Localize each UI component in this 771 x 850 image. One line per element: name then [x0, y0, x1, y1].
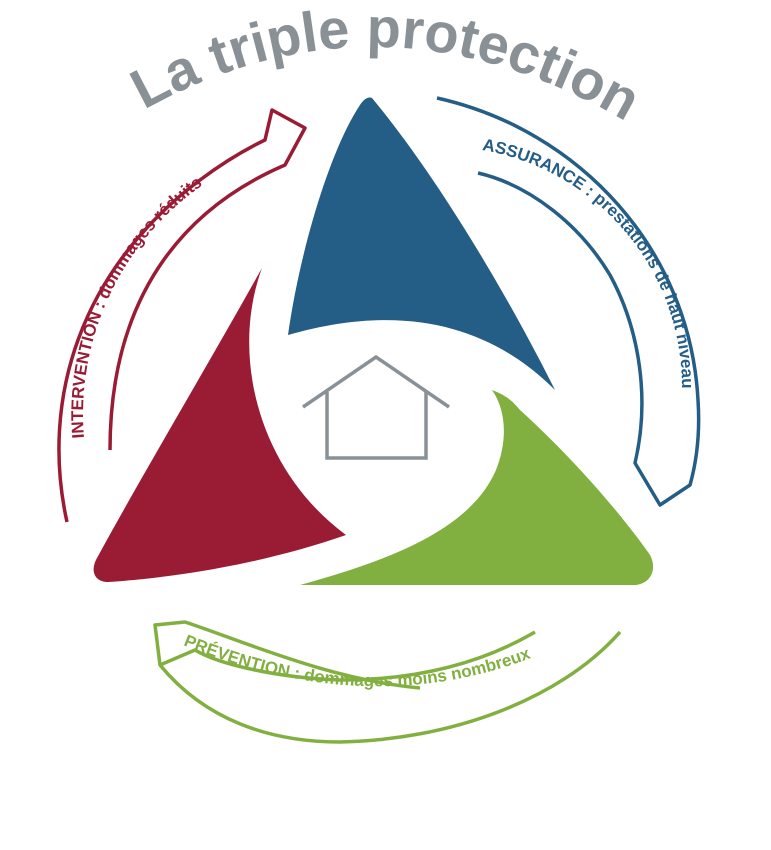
- diagram-title: La triple protection: [120, 0, 651, 132]
- house-icon: [302, 354, 450, 460]
- prevention-arc: [153, 620, 622, 744]
- prevention-blade: [300, 390, 654, 585]
- intervention-arc: [57, 108, 307, 523]
- intervention-keyword: INTERVENTION: [68, 309, 105, 439]
- assurance-arc: [436, 96, 701, 507]
- assurance-blade: [288, 97, 555, 391]
- intervention-separator: :: [88, 294, 111, 315]
- intervention-blade: [93, 268, 346, 582]
- assurance-keyword: ASSURANCE: [481, 135, 589, 194]
- assurance-description: prestations de haut niveau: [590, 188, 697, 388]
- prevention-separator: :: [288, 663, 306, 684]
